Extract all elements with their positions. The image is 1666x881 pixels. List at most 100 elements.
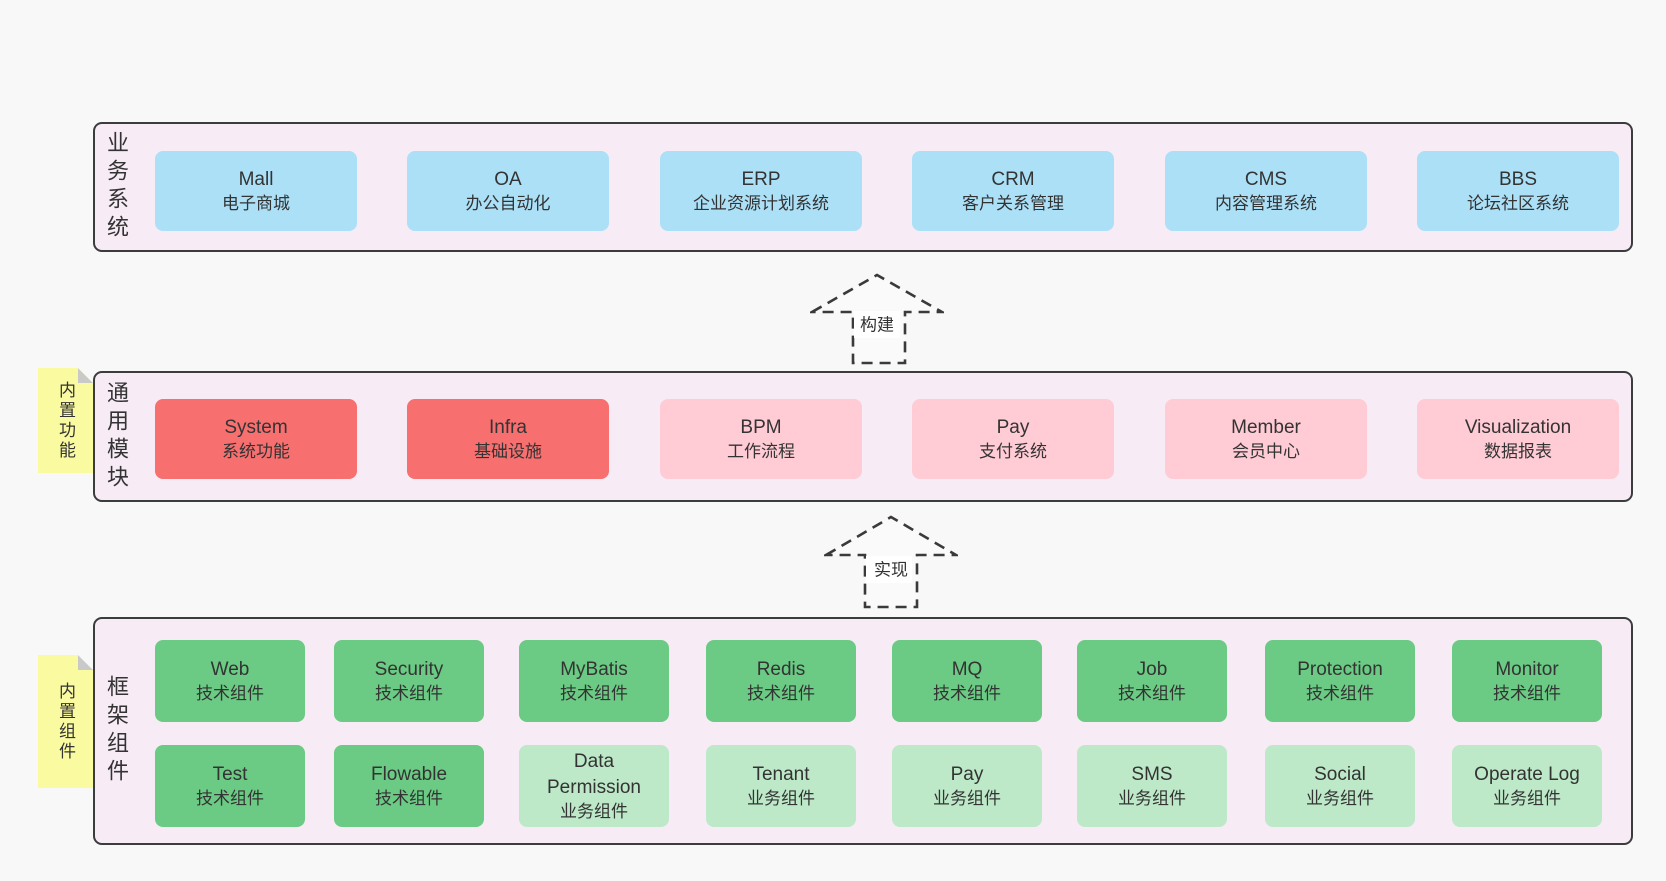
box-subtitle: 会员中心 (1232, 441, 1300, 461)
box-crm: CRM 客户关系管理 (912, 151, 1114, 231)
box-subtitle: 数据报表 (1484, 441, 1552, 461)
box-subtitle: 支付系统 (979, 441, 1047, 461)
box-title: Redis (756, 659, 806, 681)
box-subtitle: 业务组件 (560, 801, 628, 821)
band-common-modules: 通用模块 System 系统功能 Infra 基础设施 BPM 工作流程 Pay… (93, 371, 1633, 502)
box-infra: Infra 基础设施 (407, 399, 609, 479)
box-system: System 系统功能 (155, 399, 357, 479)
arrow-label: 构建 (860, 315, 894, 334)
folded-corner-icon (78, 655, 93, 670)
band-business-systems: 业务系统 Mall 电子商城 OA 办公自动化 ERP 企业资源计划系统 CRM… (93, 122, 1633, 252)
box-subtitle: 论坛社区系统 (1467, 193, 1569, 213)
box-protection: Protection 技术组件 (1265, 640, 1415, 722)
box-title: Monitor (1495, 659, 1559, 681)
arrow-label-bg (854, 311, 900, 338)
box-subtitle: 业务组件 (933, 788, 1001, 808)
box-subtitle: 客户关系管理 (962, 193, 1064, 213)
box-subtitle: 技术组件 (1493, 683, 1561, 703)
box-cms: CMS 内容管理系统 (1165, 151, 1367, 231)
box-data-permission: Data Permission 业务组件 (519, 745, 669, 827)
box-title: Test (212, 764, 248, 786)
box-title: Pay (950, 764, 984, 786)
box-subtitle: 技术组件 (196, 788, 264, 808)
box-subtitle: 系统功能 (222, 441, 290, 461)
box-title: Protection (1297, 659, 1383, 681)
box-subtitle: 技术组件 (1306, 683, 1374, 703)
box-mq: MQ 技术组件 (892, 640, 1042, 722)
box-security: Security 技术组件 (334, 640, 484, 722)
sticky-note-builtin-features: 内置功能 (38, 368, 93, 473)
box-tenant: Tenant 业务组件 (706, 745, 856, 827)
box-bbs: BBS 论坛社区系统 (1417, 151, 1619, 231)
box-title: BPM (740, 417, 782, 439)
box-member: Member 会员中心 (1165, 399, 1367, 479)
box-title: Pay (996, 417, 1030, 439)
box-subtitle: 业务组件 (747, 788, 815, 808)
sticky-note-builtin-components: 内置组件 (38, 655, 93, 788)
box-flowable: Flowable 技术组件 (334, 745, 484, 827)
box-title: BBS (1498, 169, 1538, 191)
box-subtitle: 技术组件 (375, 788, 443, 808)
dashed-up-arrow-implement: 实现 (824, 515, 958, 609)
box-subtitle: 企业资源计划系统 (693, 193, 829, 213)
band-framework-components: 框架组件 Web 技术组件 Security 技术组件 MyBatis 技术组件… (93, 617, 1633, 845)
box-title: Mall (238, 169, 274, 191)
box-erp: ERP 企业资源计划系统 (660, 151, 862, 231)
box-pay: Pay 支付系统 (912, 399, 1114, 479)
box-social: Social 业务组件 (1265, 745, 1415, 827)
box-subtitle: 技术组件 (1118, 683, 1186, 703)
box-redis: Redis 技术组件 (706, 640, 856, 722)
box-title: Tenant (752, 764, 810, 786)
box-subtitle: 电子商城 (222, 193, 290, 213)
dashed-up-arrow-build: 构建 (810, 273, 944, 365)
box-subtitle: 技术组件 (196, 683, 264, 703)
box-title: Member (1231, 417, 1301, 439)
box-subtitle: 办公自动化 (465, 193, 551, 213)
box-subtitle: 业务组件 (1306, 788, 1374, 808)
box-title: Social (1314, 764, 1366, 786)
box-title: Web (210, 659, 250, 681)
box-title: Flowable (370, 764, 448, 786)
box-subtitle: 业务组件 (1493, 788, 1561, 808)
box-mybatis: MyBatis 技术组件 (519, 640, 669, 722)
box-title: System (224, 417, 288, 439)
box-visualization: Visualization 数据报表 (1417, 399, 1619, 479)
box-subtitle: 技术组件 (747, 683, 815, 703)
band-label-modules: 通用模块 (104, 380, 129, 493)
arrow-label: 实现 (874, 560, 908, 579)
box-title: ERP (741, 169, 781, 191)
box-mall: Mall 电子商城 (155, 151, 357, 231)
box-web: Web 技术组件 (155, 640, 305, 722)
box-title: OA (494, 169, 522, 191)
box-title: MQ (951, 659, 983, 681)
folded-corner-icon (78, 368, 93, 383)
box-title: CMS (1244, 169, 1288, 191)
box-subtitle: 业务组件 (1118, 788, 1186, 808)
box-subtitle: 技术组件 (375, 683, 443, 703)
band-label-components: 框架组件 (104, 675, 129, 787)
box-title: SMS (1131, 764, 1173, 786)
box-job: Job 技术组件 (1077, 640, 1227, 722)
sticky-label: 内置功能 (56, 380, 75, 461)
box-pay-biz: Pay 业务组件 (892, 745, 1042, 827)
box-subtitle: 技术组件 (560, 683, 628, 703)
arrow-label-bg (866, 556, 912, 583)
box-bpm: BPM 工作流程 (660, 399, 862, 479)
box-subtitle: 技术组件 (933, 683, 1001, 703)
sticky-label: 内置组件 (56, 681, 75, 762)
box-title: MyBatis (560, 659, 628, 681)
box-subtitle: 内容管理系统 (1215, 193, 1317, 213)
box-oa: OA 办公自动化 (407, 151, 609, 231)
box-title: Data Permission (547, 751, 641, 798)
box-subtitle: 工作流程 (727, 441, 795, 461)
box-title: Job (1136, 659, 1168, 681)
box-monitor: Monitor 技术组件 (1452, 640, 1602, 722)
box-title: Visualization (1464, 417, 1572, 439)
box-subtitle: 基础设施 (474, 441, 542, 461)
band-label-business: 业务系统 (104, 131, 129, 243)
box-title: Security (374, 659, 444, 681)
box-title: CRM (991, 169, 1035, 191)
box-title: Infra (488, 417, 528, 439)
box-title: Operate Log (1474, 764, 1580, 786)
